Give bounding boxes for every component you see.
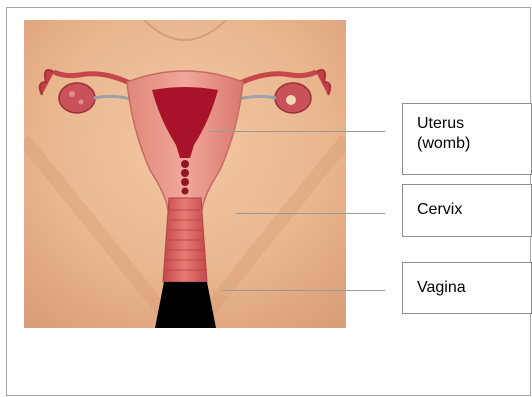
body-opening-shadow <box>155 282 216 328</box>
vagina-label: Vagina <box>402 262 532 314</box>
anatomy-illustration <box>24 20 346 328</box>
uterus-label-line1: Uterus <box>417 114 521 134</box>
left-ovary <box>59 83 95 113</box>
vagina-label-text: Vagina <box>417 279 466 296</box>
cervix-label-text: Cervix <box>417 201 462 218</box>
uterus-leader-line <box>210 131 385 132</box>
uterus-label-line2: (womb) <box>417 134 521 154</box>
uterus-label: Uterus (womb) <box>402 103 532 175</box>
cervix-leader-line <box>236 213 385 214</box>
cervix-label: Cervix <box>402 184 532 237</box>
vagina-leader-line <box>222 290 385 291</box>
